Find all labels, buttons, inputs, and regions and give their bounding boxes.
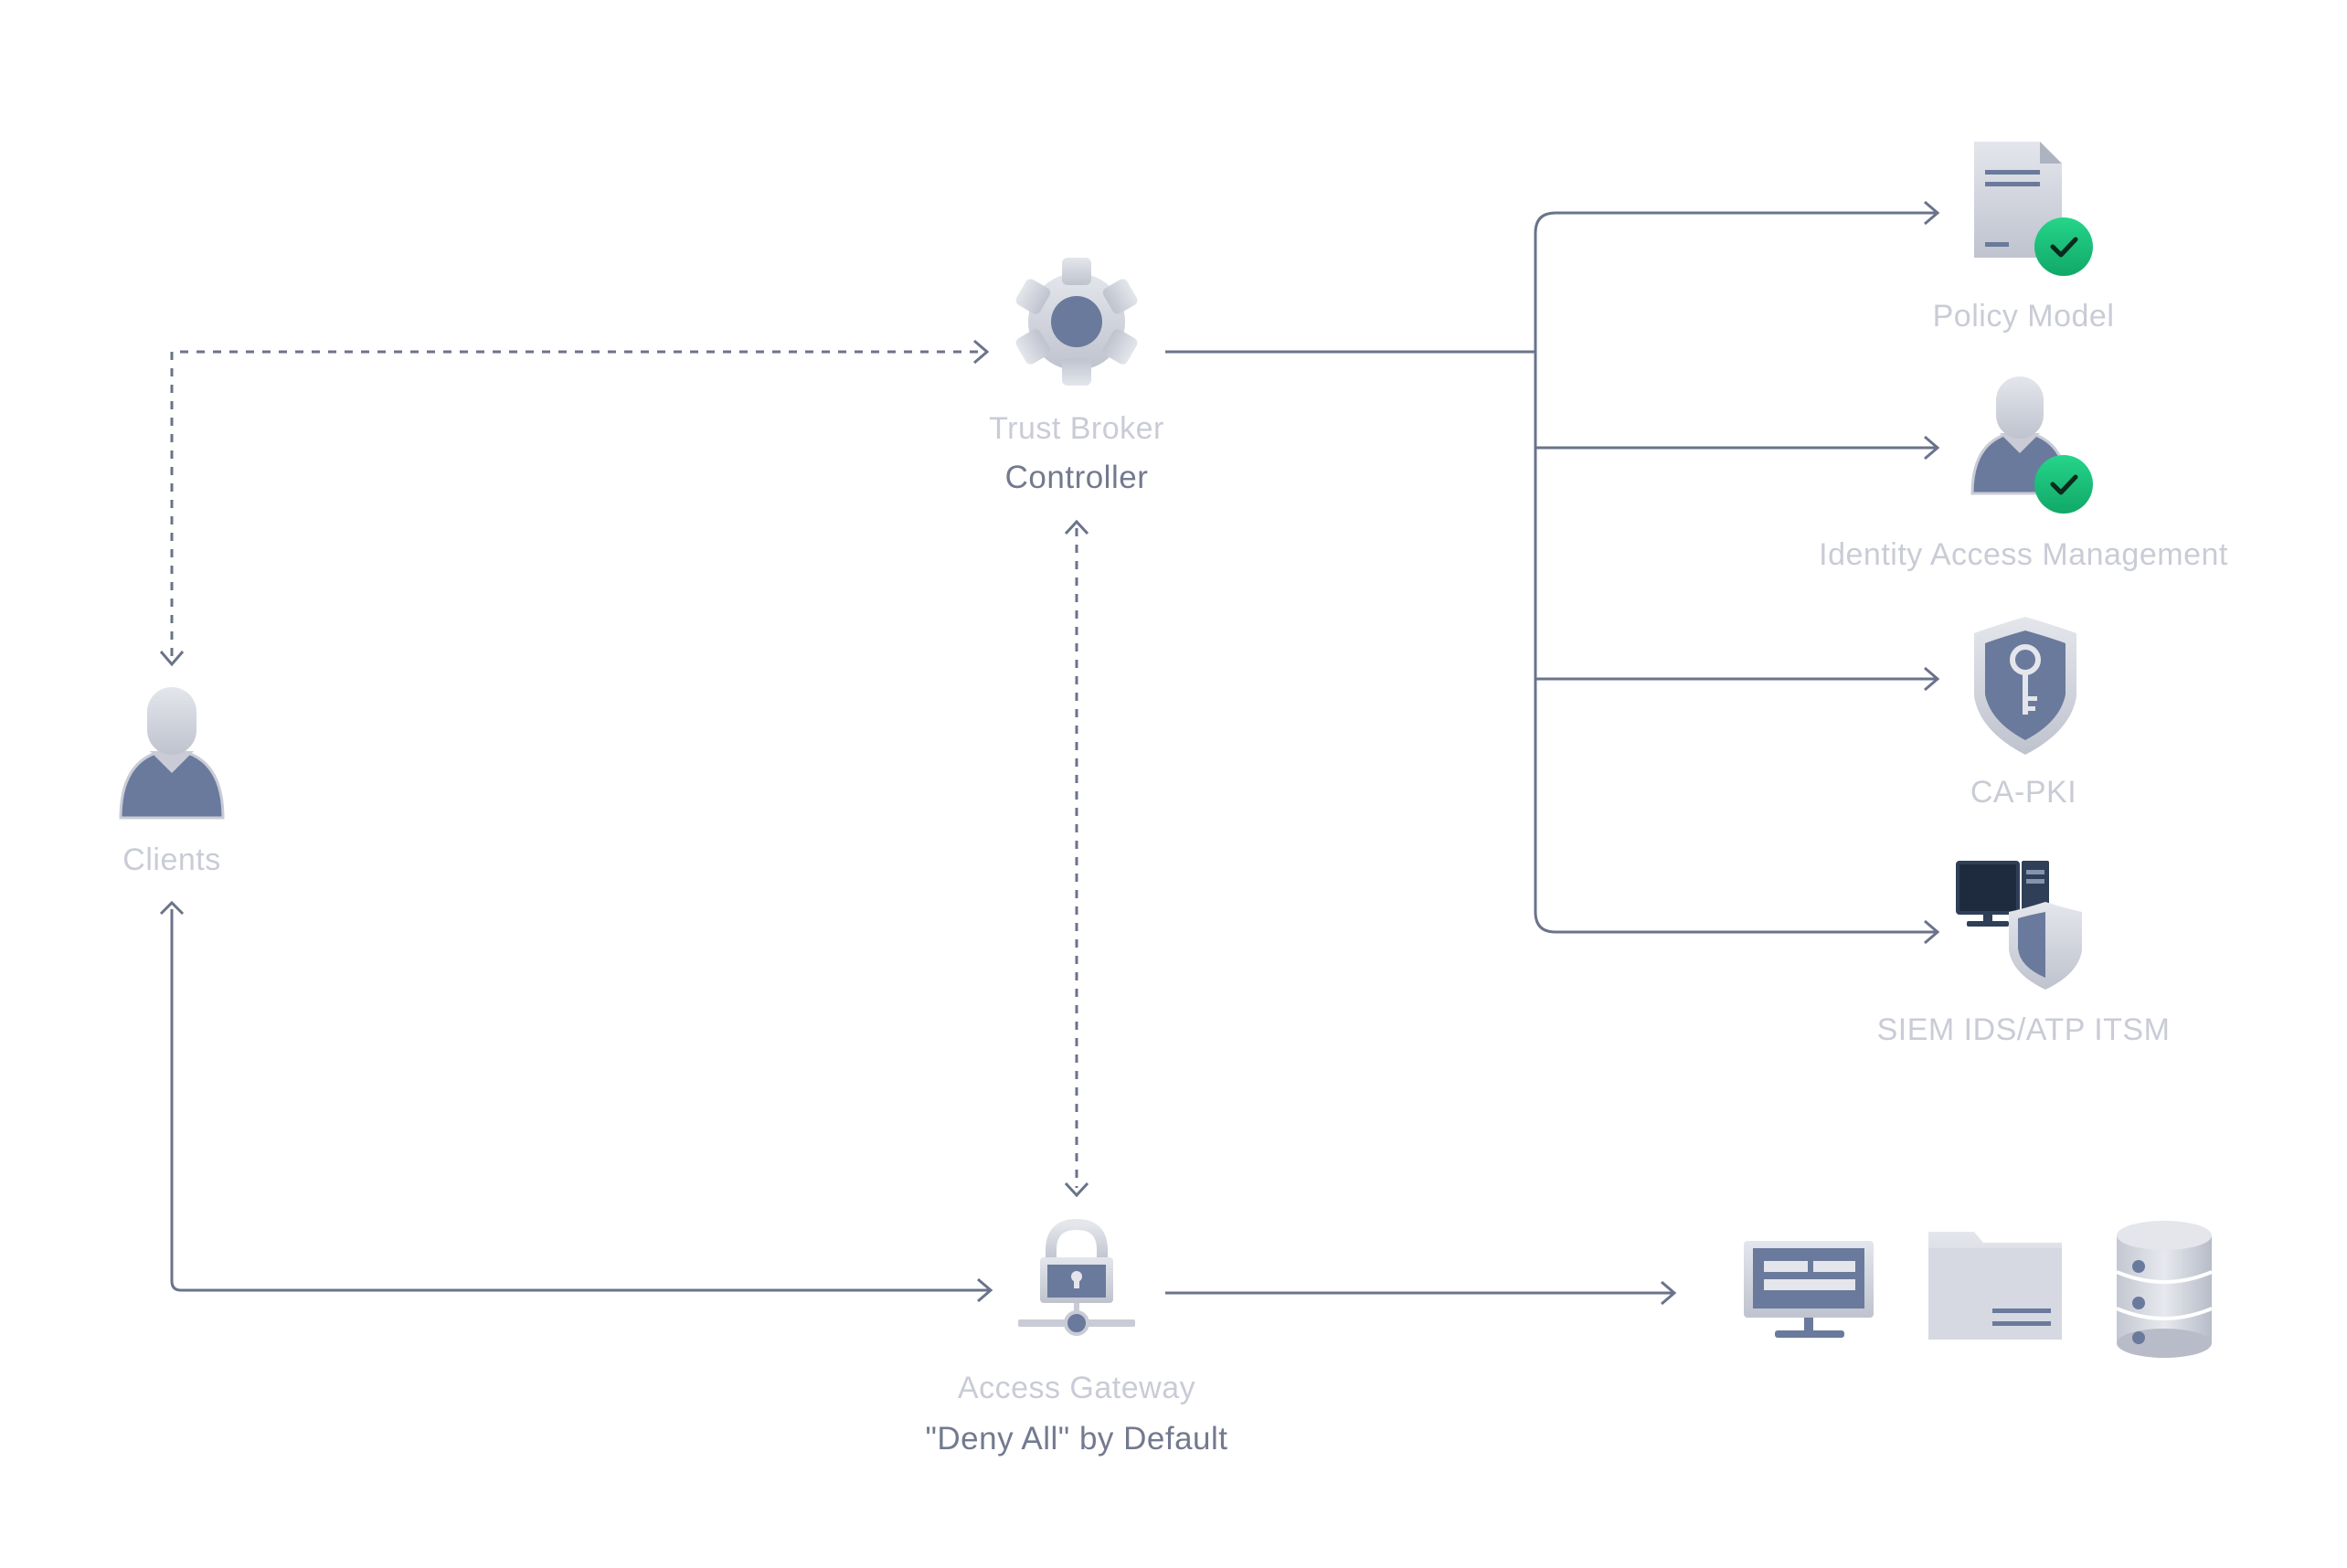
- user-check-icon: [1970, 376, 2093, 514]
- network-lock-icon: [1018, 1218, 1135, 1336]
- ca-pki-title: CA-PKI: [1970, 775, 2077, 810]
- siem-title: SIEM IDS/ATP ITSM: [1876, 1012, 2171, 1047]
- policy-model-title: Policy Model: [1932, 299, 2115, 334]
- monitor-app-icon: [1744, 1241, 1874, 1338]
- shield-key-icon: [1974, 617, 2076, 755]
- arrowhead-up-to-clients: [159, 900, 185, 916]
- connectors: [159, 200, 1940, 1306]
- arrowhead-to-apps: [1661, 1280, 1677, 1306]
- arrowhead-up-to-broker: [1064, 519, 1089, 535]
- access-gateway-title: Access Gateway: [957, 1371, 1196, 1405]
- iam-title: Identity Access Management: [1819, 537, 2228, 572]
- arrowhead-to-policy: [1924, 200, 1940, 226]
- arrowhead-to-iam: [1924, 435, 1940, 461]
- access-gateway-subtitle: "Deny All" by Default: [925, 1421, 1228, 1457]
- arrowhead-down-to-gateway: [1064, 1181, 1089, 1198]
- clients-title: Clients: [122, 842, 221, 877]
- clients-gateway-link: [170, 909, 989, 1292]
- arrowhead-to-siem: [1924, 919, 1940, 945]
- protected-apps-title: Protected Apps: [1864, 1396, 2099, 1434]
- computer-shield-icon: [1956, 861, 2082, 990]
- database-icon: [2116, 1221, 2213, 1358]
- trust-broker-subtitle: Controller: [1004, 460, 1149, 495]
- trust-broker-title: Trust Broker: [989, 411, 1164, 446]
- broker-services-trunk: [1165, 211, 1936, 934]
- document-check-icon: [1974, 142, 2093, 276]
- gear-icon: [1015, 258, 1138, 386]
- user-icon: [119, 687, 225, 820]
- arrowhead-to-capki: [1924, 666, 1940, 692]
- arrowhead-to-broker: [973, 339, 990, 365]
- arrowhead-to-gateway: [977, 1277, 993, 1303]
- clients-broker-dashed-link: [170, 350, 985, 656]
- arrowhead-to-clients: [159, 651, 185, 667]
- folder-icon: [1928, 1232, 2062, 1340]
